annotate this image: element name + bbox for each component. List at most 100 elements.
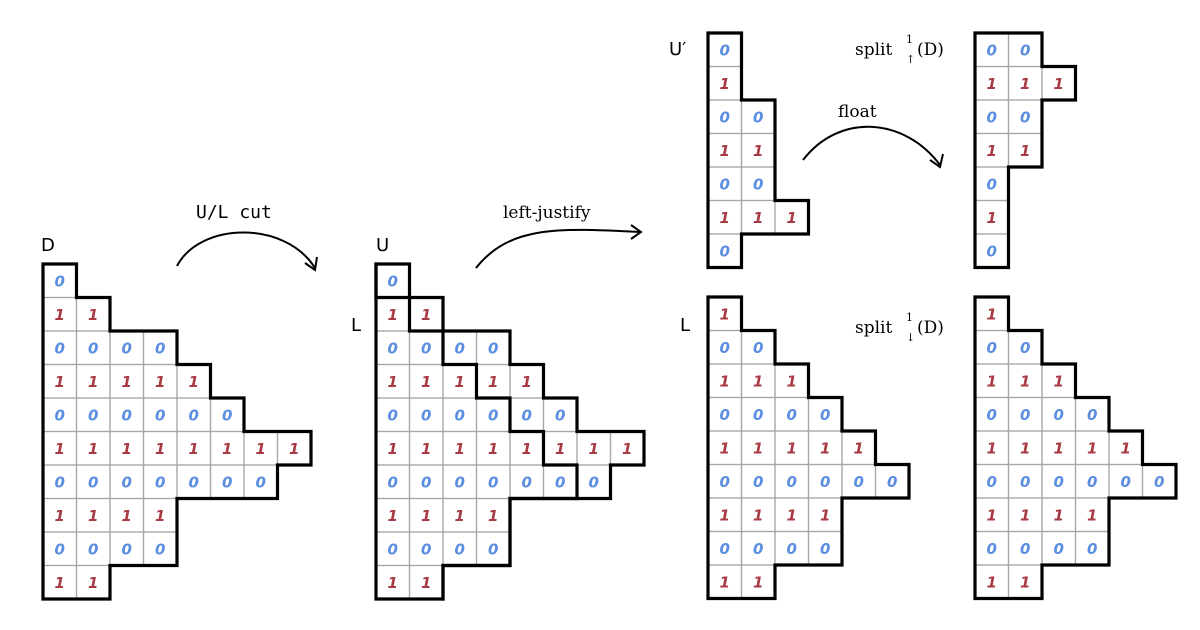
cell-digit: 0 [421, 473, 431, 491]
cell-digit: 0 [222, 473, 232, 491]
diagram-outline [973, 31, 1078, 270]
cell-digit: 1 [88, 306, 98, 324]
cell-digit: 0 [55, 406, 65, 424]
split-up-label: split 1 ↑ (D) [855, 33, 944, 66]
cell-digit: 1 [189, 440, 199, 458]
cell-digit: 0 [787, 473, 797, 491]
cell-digit: 1 [987, 439, 997, 457]
cell-digit: 1 [155, 507, 165, 525]
cell-digit: 0 [388, 406, 398, 424]
cell-digit: 1 [1020, 439, 1030, 457]
cell-digit: 1 [289, 440, 299, 458]
cell-digit: 1 [388, 440, 398, 458]
cell-digit: 1 [55, 373, 65, 391]
cell-digit: 1 [222, 440, 232, 458]
split-up-name: split [855, 40, 892, 60]
cell-digit: 1 [555, 440, 565, 458]
cell-digit: 0 [388, 473, 398, 491]
label-u-prime: U′ [669, 39, 686, 60]
cell-digit: 0 [1054, 540, 1064, 558]
cell-digit: 0 [388, 339, 398, 357]
cell-digit: 1 [55, 507, 65, 525]
cell-digit: 0 [421, 406, 431, 424]
cell-digit: 1 [455, 373, 465, 391]
cell-digit: 0 [1020, 339, 1030, 357]
cell-digit: 0 [987, 175, 997, 193]
cell-digit: 0 [222, 406, 232, 424]
cell-digit: 1 [55, 440, 65, 458]
cell-digit: 0 [1054, 406, 1064, 424]
cell-digit: 0 [522, 406, 532, 424]
cell-digit: 0 [753, 540, 763, 558]
cell-digit: 1 [388, 574, 398, 592]
cell-digit: 1 [88, 373, 98, 391]
cell-digit: 0 [987, 406, 997, 424]
cell-digit: 1 [1087, 439, 1097, 457]
arrow-cut-label: U/L cut [196, 202, 272, 223]
cell-digit: 0 [555, 473, 565, 491]
cell-digit: 1 [122, 440, 132, 458]
cell-digit: 0 [388, 540, 398, 558]
cell-digit: 1 [522, 373, 532, 391]
cell-digit: 0 [55, 272, 65, 290]
cell-digit: 0 [55, 540, 65, 558]
cell-digit: 1 [421, 306, 431, 324]
split-down-label: split 1 ↓ (D) [855, 311, 944, 344]
cell-digit: 0 [122, 473, 132, 491]
cell-digit: 1 [753, 573, 763, 591]
cell-digit: 0 [555, 406, 565, 424]
arrow-float [802, 125, 941, 166]
cell-digit: 1 [1054, 372, 1064, 390]
cell-digit: 1 [720, 142, 730, 160]
cell-digit: 1 [421, 574, 431, 592]
diagram-outline [706, 295, 911, 601]
arrow-justify-head [630, 224, 643, 240]
cell-digit: 1 [622, 440, 632, 458]
cell-digit: 1 [122, 507, 132, 525]
cell-digit: 1 [488, 373, 498, 391]
cell-digit: 1 [1054, 75, 1064, 93]
cell-digit: 1 [720, 305, 730, 323]
diagram-outline [41, 262, 313, 601]
cell-digit: 1 [720, 439, 730, 457]
cell-digit: 1 [1020, 75, 1030, 93]
split-up-arg: (D) [917, 40, 944, 60]
cell-digit: 1 [720, 573, 730, 591]
cell-digit: 1 [1121, 439, 1131, 457]
cell-digit: 1 [1020, 142, 1030, 160]
cell-digit: 0 [155, 473, 165, 491]
cell-digit: 0 [987, 473, 997, 491]
cell-digit: 0 [753, 473, 763, 491]
cell-digit: 1 [987, 372, 997, 390]
cell-digit: 0 [1020, 540, 1030, 558]
cell-digit: 0 [122, 406, 132, 424]
cell-digit: 0 [88, 339, 98, 357]
cell-digit: 0 [720, 108, 730, 126]
cell-digit: 1 [987, 142, 997, 160]
cell-digit: 1 [987, 573, 997, 591]
cell-digit: 1 [522, 440, 532, 458]
cell-digit: 0 [987, 339, 997, 357]
cell-digit: 0 [55, 473, 65, 491]
cell-digit: 1 [55, 574, 65, 592]
cell-digit: 0 [753, 406, 763, 424]
cell-digit: 1 [753, 372, 763, 390]
cell-digit: 1 [421, 373, 431, 391]
cell-digit: 1 [987, 75, 997, 93]
cell-digit: 0 [987, 540, 997, 558]
cell-digit: 1 [455, 507, 465, 525]
cell-digit: 1 [55, 306, 65, 324]
cell-digit: 1 [720, 75, 730, 93]
cell-digit: 0 [122, 339, 132, 357]
cell-digit: 1 [455, 440, 465, 458]
cell-digit: 0 [720, 41, 730, 59]
cell-digit: 0 [720, 473, 730, 491]
label-l-cut: L [351, 315, 361, 336]
cell-digit: 1 [820, 439, 830, 457]
